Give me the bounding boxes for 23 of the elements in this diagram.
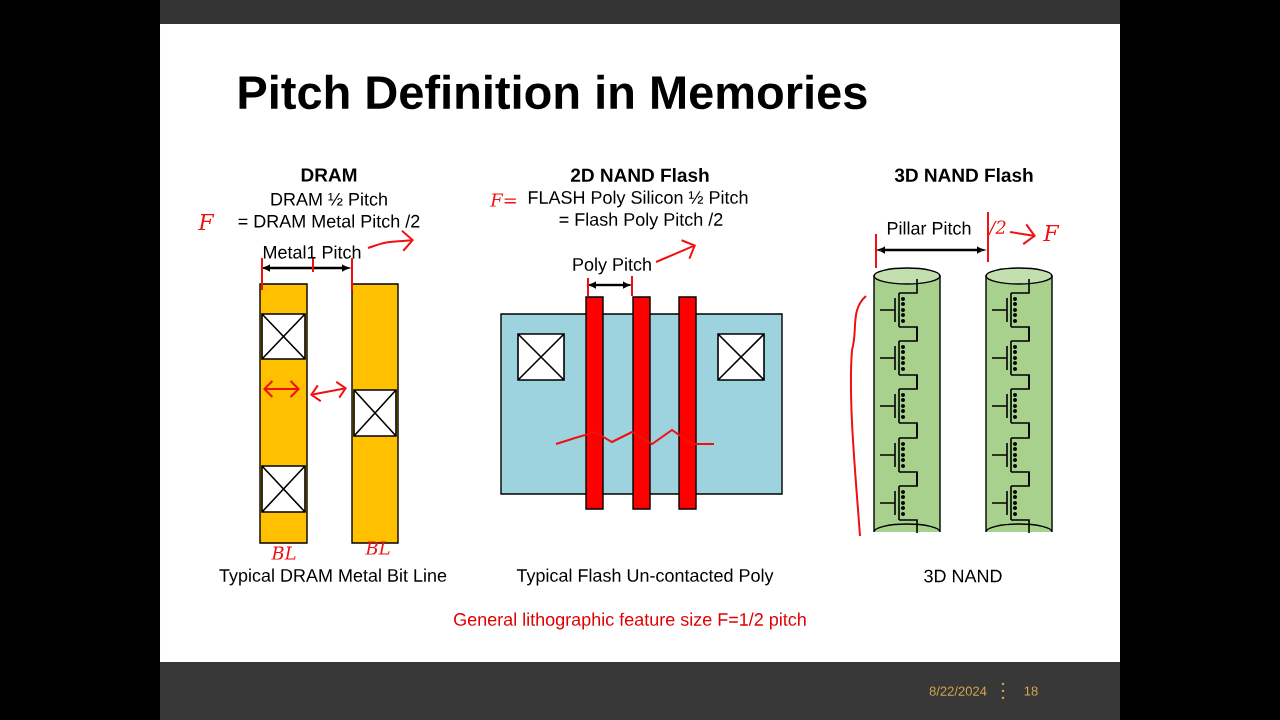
definition-text: = Flash Poly Pitch /2 <box>559 212 723 230</box>
handwritten-note: BL <box>271 546 296 560</box>
handwritten-note: F= <box>489 193 516 207</box>
section-heading: 3D NAND Flash <box>894 168 1033 182</box>
definition-text: FLASH Poly Silicon ½ Pitch <box>528 190 748 208</box>
caption-text: Typical Flash Un-contacted Poly <box>516 568 774 586</box>
definition-text: DRAM ½ Pitch <box>271 192 387 206</box>
slide-title: Pitch Definition in Memories <box>239 74 867 110</box>
handwritten-note: BL <box>365 541 390 555</box>
dimension-label: Pillar Pitch <box>887 221 971 235</box>
caption-text: Typical DRAM Metal Bit Line <box>219 568 447 586</box>
handwritten-note: /2 <box>987 220 1006 236</box>
section-heading: 2D NAND Flash <box>571 168 709 182</box>
dimension-label: Metal1 Pitch <box>263 245 361 259</box>
section-heading: DRAM <box>301 168 357 182</box>
handwritten-note: F <box>1043 225 1060 242</box>
handwritten-note: F <box>198 214 215 231</box>
definition-text: = DRAM Metal Pitch /2 <box>238 214 420 228</box>
caption-text: 3D NAND <box>924 569 1002 583</box>
note-text: General lithographic feature size F=1/2 pitch <box>454 612 806 630</box>
date-text: 8/22/2024 <box>929 686 987 696</box>
page-number: 18 <box>1024 686 1038 696</box>
dimension-label: Poly Pitch <box>573 257 651 275</box>
